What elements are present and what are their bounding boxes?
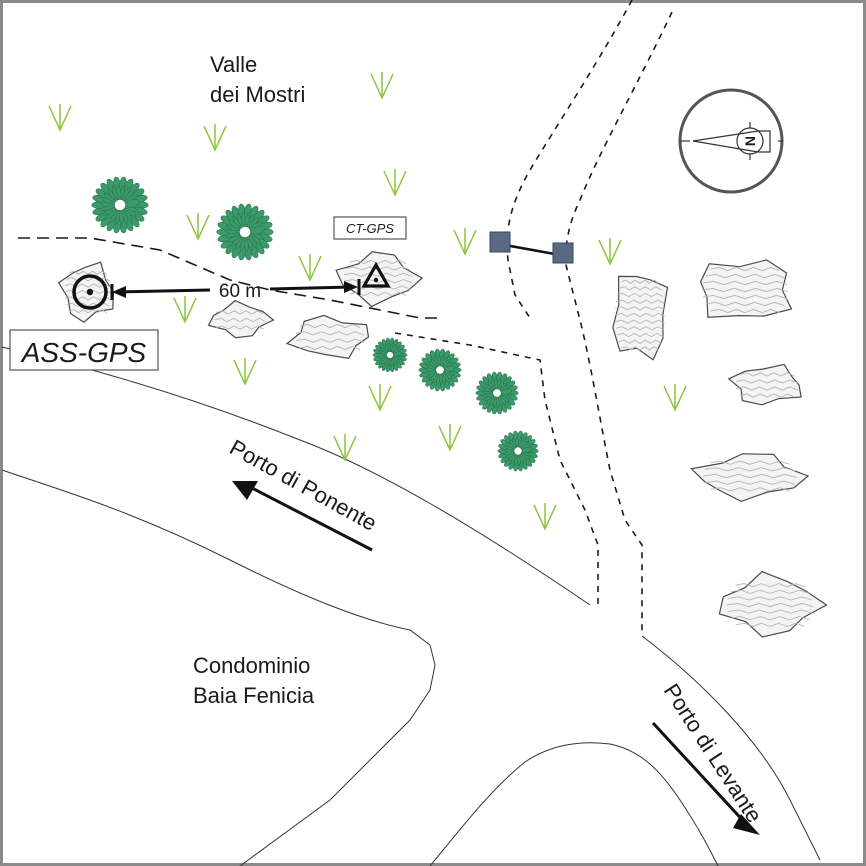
ass-gps-station-dot xyxy=(86,288,94,296)
rock-icon xyxy=(718,570,828,638)
tree-icon xyxy=(418,348,462,392)
tree-icon xyxy=(372,337,408,373)
rocks xyxy=(57,251,828,638)
ass-gps-station: ASS-GPS xyxy=(9,274,159,371)
gate-post-right xyxy=(552,242,574,264)
distance-label: 60 m xyxy=(219,281,261,302)
ct-gps-station-dot xyxy=(373,277,379,283)
grass-tuft-icon xyxy=(233,358,257,386)
ct-gps-label-box xyxy=(333,216,407,240)
direction-arrow-west-icon xyxy=(232,481,258,500)
ct-gps-station: CT-GPS xyxy=(333,216,407,288)
arrowhead-left-icon xyxy=(112,286,126,298)
trees xyxy=(91,176,539,472)
measure-line-left xyxy=(117,288,211,294)
tree-icon xyxy=(216,203,274,261)
direction-arrow-east-icon xyxy=(733,814,760,835)
rock-icon xyxy=(285,314,370,360)
grass-tuft-icon xyxy=(368,384,392,412)
arrowhead-right-icon xyxy=(344,281,358,293)
grass-tuft-icon xyxy=(663,384,687,412)
road-west-upper-edge xyxy=(1,346,591,606)
rock-icon xyxy=(690,453,810,503)
grass-tuft-icon xyxy=(298,254,322,282)
gate-bar xyxy=(504,243,561,257)
grass-tufts xyxy=(48,72,687,531)
trail-north-west-edge xyxy=(506,0,633,319)
tree-icon xyxy=(91,176,149,234)
grass-tuft-icon xyxy=(186,213,210,241)
condo-label-line1: Condominio xyxy=(193,653,310,678)
gate xyxy=(489,231,574,264)
grass-tuft-icon xyxy=(370,72,394,100)
grass-tuft-icon xyxy=(173,296,197,324)
rock-icon xyxy=(727,363,802,406)
compass-rose: N xyxy=(678,88,784,194)
roads xyxy=(1,346,821,866)
ct-gps-label: CT-GPS xyxy=(346,221,394,236)
compass-needle-icon xyxy=(692,130,771,153)
valley-label-line2: dei Mostri xyxy=(210,82,305,107)
rock-icon xyxy=(207,299,275,339)
grass-tuft-icon xyxy=(453,228,477,256)
grass-tuft-icon xyxy=(48,104,72,132)
ct-gps-station-icon xyxy=(361,261,391,288)
grass-tuft-icon xyxy=(598,238,622,266)
grass-tuft-icon xyxy=(438,424,462,452)
rock-icon xyxy=(612,275,669,361)
grass-tuft-icon xyxy=(203,124,227,152)
measure-line-right xyxy=(269,285,353,291)
direction-arrow-west-shaft xyxy=(249,485,373,552)
valley-label-line1: Valle xyxy=(210,52,257,77)
condo-label-line2: Baia Fenicia xyxy=(193,683,315,708)
ass-gps-station-icon xyxy=(72,274,108,310)
compass-north-label: N xyxy=(742,136,758,146)
fence-line xyxy=(18,237,440,319)
tree-icon xyxy=(497,430,539,472)
tree-icon xyxy=(475,371,519,415)
rock-icon xyxy=(699,259,793,318)
trails xyxy=(18,0,673,636)
road-east-inner-edge xyxy=(429,742,719,866)
distance-measurement: 60 m xyxy=(110,279,361,302)
grass-tuft-icon xyxy=(533,503,557,531)
direction-arrow-east-shaft xyxy=(651,721,750,828)
trail-north-east-edge xyxy=(565,11,673,636)
gate-post-left xyxy=(489,231,511,253)
trail-inner-edge xyxy=(394,332,599,605)
grass-tuft-icon xyxy=(333,434,357,462)
grass-tuft-icon xyxy=(383,169,407,197)
ass-gps-label: ASS-GPS xyxy=(20,337,147,368)
ass-gps-label-box xyxy=(9,329,159,371)
road-west-lower-edge xyxy=(1,469,436,866)
road-east-outer-edge xyxy=(641,635,821,861)
